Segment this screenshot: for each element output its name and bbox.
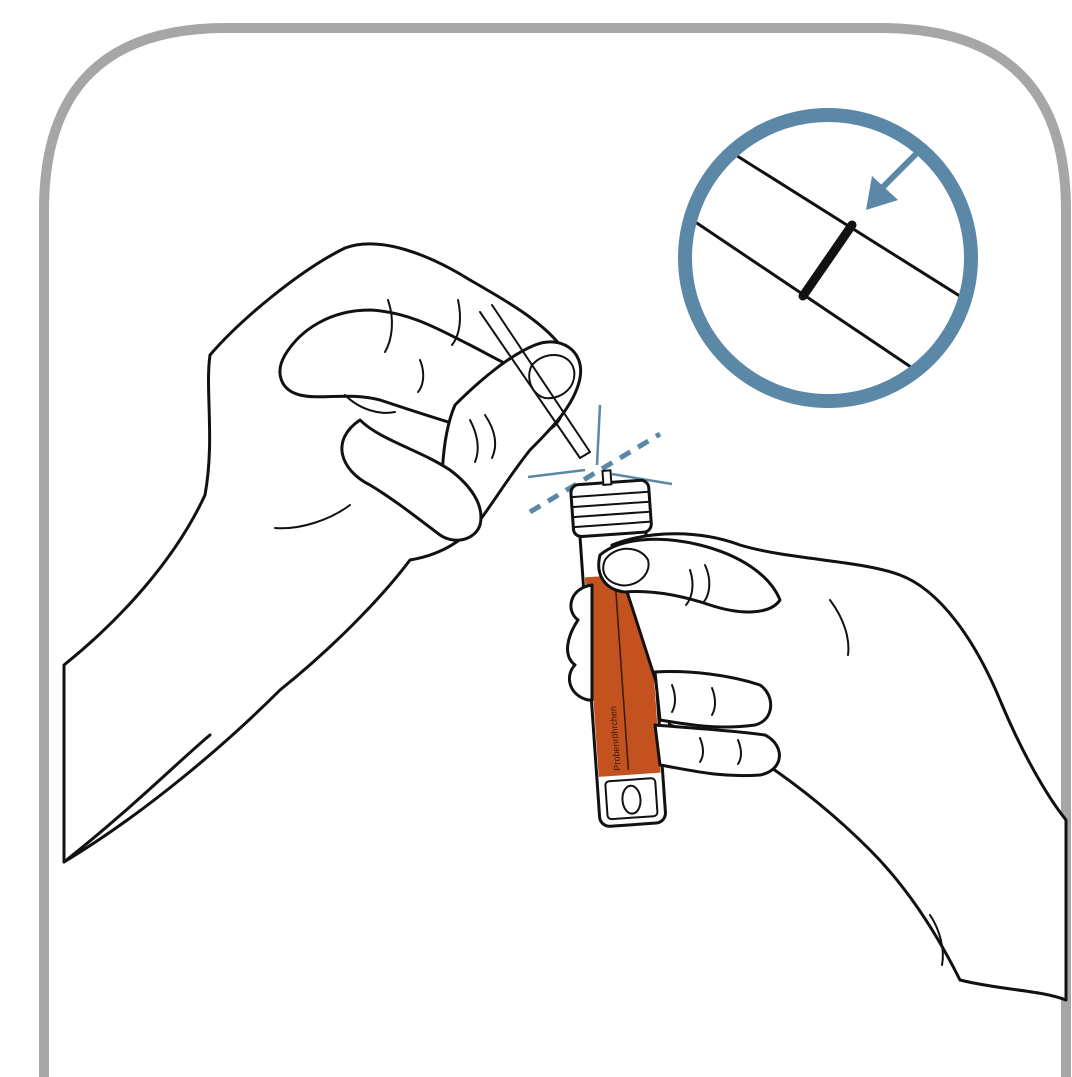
- magnifier-inset: [670, 115, 990, 401]
- accent-line-left: [528, 470, 585, 477]
- accent-line-vertical: [597, 405, 600, 465]
- left-hand: [64, 244, 581, 862]
- right-fingertips-left: [568, 585, 592, 700]
- tube-stick-top: [602, 470, 611, 485]
- swab-stick-tip: [580, 452, 590, 458]
- tube-cap: [570, 480, 651, 537]
